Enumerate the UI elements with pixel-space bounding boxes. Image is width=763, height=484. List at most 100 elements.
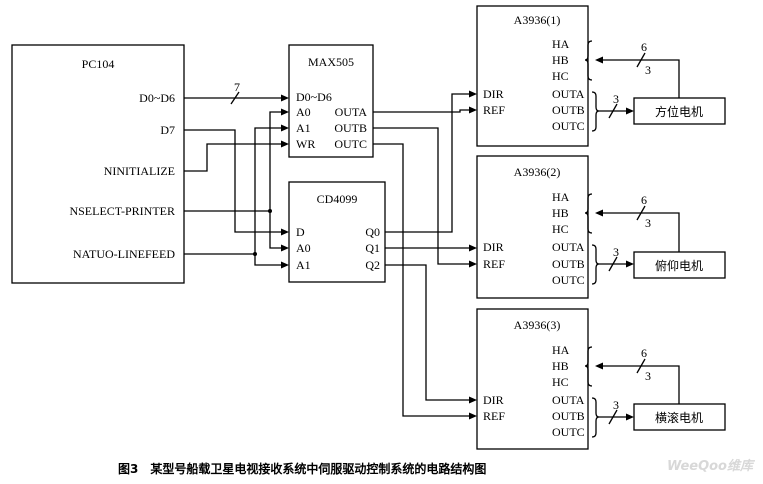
motor-3-label: 横滚电机	[655, 410, 703, 425]
max505-pin-outc: OUTC	[334, 137, 367, 151]
a3936-3-pin-hb: HB	[552, 359, 569, 373]
wire-hall-3	[600, 365, 680, 404]
motor-1-block: 方位电机	[633, 97, 726, 125]
arrow-a1-cd	[281, 261, 289, 269]
arrow-out-1	[626, 107, 634, 115]
arrow-dir2	[469, 244, 477, 252]
brace-out-3	[591, 397, 600, 438]
wire-a0-max	[269, 111, 284, 211]
max505-pin-a0: A0	[296, 105, 311, 119]
a3936-3-pin-outa: OUTA	[552, 393, 585, 407]
a3936-1-pin-ha: HA	[552, 37, 570, 51]
figure-caption: 图3 某型号船载卫星电视接收系统中伺服驱动控制系统的电路结构图	[118, 461, 486, 476]
brace-out-2	[591, 244, 600, 285]
a3936-3-title: A3936(3)	[514, 318, 561, 332]
wiring-right-3: 6 3 3	[584, 346, 680, 438]
a3936-3-pin-outb: OUTB	[552, 409, 585, 423]
arrow-data-bus	[281, 94, 289, 102]
a3936-2-pin-outa: OUTA	[552, 240, 585, 254]
bus-width-out-3: 3	[613, 398, 619, 412]
cd4099-title: CD4099	[317, 192, 358, 206]
a3936-2-pin-outc: OUTC	[552, 273, 585, 287]
pc104-pin-d7: D7	[160, 123, 175, 137]
wiring-middle	[373, 90, 477, 420]
arrow-hall-1	[595, 56, 603, 64]
a3936-1-pin-hb: HB	[552, 53, 569, 67]
motor-1-label: 方位电机	[655, 104, 703, 119]
a3936-2-title: A3936(2)	[514, 165, 561, 179]
arrow-ref1	[469, 106, 477, 114]
bus-sub-hall-2: 3	[645, 216, 651, 230]
cd4099-pin-q1: Q1	[365, 241, 380, 255]
arrow-dir3	[469, 396, 477, 404]
a3936-2-pin-hb: HB	[552, 206, 569, 220]
arrow-hall-2	[595, 209, 603, 217]
bus-slash-hall-1	[636, 52, 646, 68]
a3936-3-pin-hc: HC	[552, 375, 569, 389]
arrow-ref3	[469, 412, 477, 420]
motor-3-block: 横滚电机	[633, 403, 726, 431]
bus-width-data: 7	[234, 80, 240, 94]
bus-slash-hall-2	[636, 205, 646, 221]
a3936-1-pin-outa: OUTA	[552, 87, 585, 101]
bus-width-hall-3: 6	[641, 346, 647, 360]
pc104-pin-d0-d6: D0~D6	[139, 91, 175, 105]
a3936-3-pin-ref: REF	[483, 409, 505, 423]
max505-pin-d0-d6: D0~D6	[296, 90, 332, 104]
bus-slash-out-3	[608, 409, 618, 425]
wire-natuo-linefeed	[184, 253, 284, 266]
bus-width-hall-2: 6	[641, 193, 647, 207]
bus-width-hall-1: 6	[641, 40, 647, 54]
a3936-1-pin-outb: OUTB	[552, 103, 585, 117]
bus-sub-hall-1: 3	[645, 63, 651, 77]
cd4099-pin-q2: Q2	[365, 258, 380, 272]
pc104-pin-natuo-linefeed: NATUO-LINEFEED	[73, 247, 175, 261]
brace-hall-1	[584, 40, 593, 81]
pc104-pin-ninitialize: NINITIALIZE	[104, 164, 175, 178]
arrow-out-2	[626, 260, 634, 268]
watermark-text: WeeQoo维库	[667, 458, 755, 474]
a3936-2-pin-ha: HA	[552, 190, 570, 204]
wiring-left: 7	[184, 80, 289, 269]
wire-q2-dir3	[385, 264, 472, 401]
wire-outa-ref1	[373, 109, 472, 113]
a3936-2-pin-dir: DIR	[483, 240, 504, 254]
a3936-1-title: A3936(1)	[514, 13, 561, 27]
junction-a1	[253, 252, 257, 256]
pc104-pin-nselect-printer: NSELECT-PRINTER	[69, 204, 175, 218]
bus-slash-out-2	[608, 256, 618, 272]
wire-outc-ref3	[373, 143, 472, 417]
arrow-a0-cd	[281, 244, 289, 252]
cd4099-pin-a1: A1	[296, 258, 311, 272]
junction-a0	[268, 209, 272, 213]
a3936-1-pin-hc: HC	[552, 69, 569, 83]
a3936-1-pin-dir: DIR	[483, 87, 504, 101]
max505-block: MAX505 D0~D6 A0 A1 WR OUTA OUTB OUTC	[288, 44, 374, 158]
brace-hall-2	[584, 193, 593, 234]
wire-d7	[184, 129, 284, 233]
a3936-2-block: A3936(2) HA HB HC DIR REF OUTA OUTB OUTC	[476, 155, 589, 299]
brace-hall-3	[584, 346, 593, 387]
a3936-3-pin-outc: OUTC	[552, 425, 585, 439]
bus-slash-out-1	[608, 103, 618, 119]
arrow-dir1	[469, 90, 477, 98]
max505-pin-outb: OUTB	[334, 121, 367, 135]
bus-width-out-2: 3	[613, 245, 619, 259]
a3936-2-pin-ref: REF	[483, 257, 505, 271]
max505-pin-a1: A1	[296, 121, 311, 135]
wire-nselect-printer	[184, 210, 284, 249]
arrow-a0-max	[281, 108, 289, 116]
max505-pin-outa: OUTA	[335, 105, 368, 119]
bus-slash-data	[230, 91, 240, 105]
cd4099-pin-a0: A0	[296, 241, 311, 255]
motor-2-label: 俯仰电机	[655, 258, 703, 273]
arrow-a1-max	[281, 124, 289, 132]
wiring-right-2: 6 3 3	[584, 193, 680, 285]
wire-outb-ref2	[373, 127, 472, 265]
a3936-1-block: A3936(1) HA HB HC DIR REF OUTA OUTB OUTC	[476, 5, 589, 147]
cd4099-block: CD4099 D A0 A1 Q0 Q1 Q2	[288, 181, 386, 283]
a3936-2-pin-outb: OUTB	[552, 257, 585, 271]
brace-out-1	[591, 91, 600, 132]
a3936-1-pin-outc: OUTC	[552, 119, 585, 133]
